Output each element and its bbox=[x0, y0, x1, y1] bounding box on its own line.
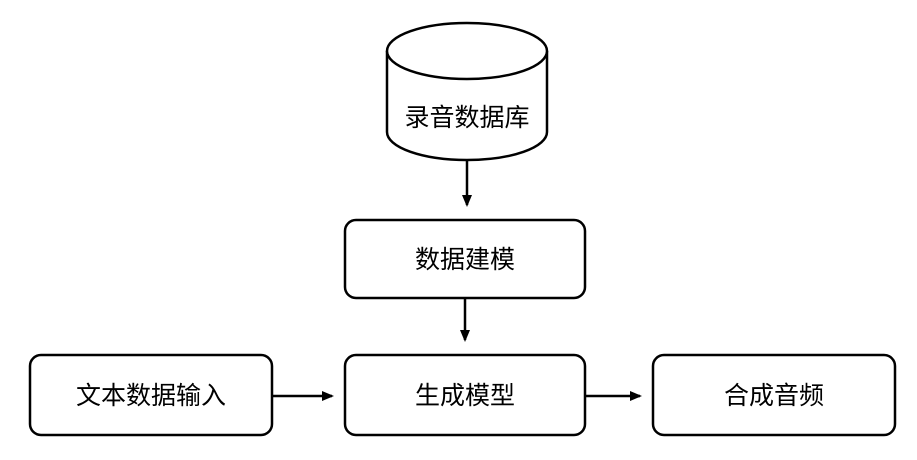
data-modeling-label: 数据建模 bbox=[415, 246, 515, 274]
data-modeling-node: 数据建模 bbox=[343, 218, 587, 300]
database-node-label: 录音数据库 bbox=[404, 104, 529, 132]
text-input-label: 文本数据输入 bbox=[76, 382, 226, 410]
database-cylinder-node: 录音数据库 bbox=[385, 21, 549, 162]
gen-model-label: 生成模型 bbox=[415, 382, 515, 410]
text-input-box bbox=[28, 353, 274, 437]
audio-out-node: 合成音频 bbox=[651, 353, 897, 437]
gen-model-node: 生成模型 bbox=[343, 353, 587, 437]
audio-out-box bbox=[651, 353, 897, 437]
audio-out-label: 合成音频 bbox=[724, 382, 824, 410]
gen-model-box bbox=[343, 353, 587, 437]
data-modeling-box bbox=[343, 218, 587, 300]
cylinder-body bbox=[385, 51, 549, 162]
cylinder-top bbox=[385, 21, 549, 81]
text-input-node: 文本数据输入 bbox=[28, 353, 274, 437]
